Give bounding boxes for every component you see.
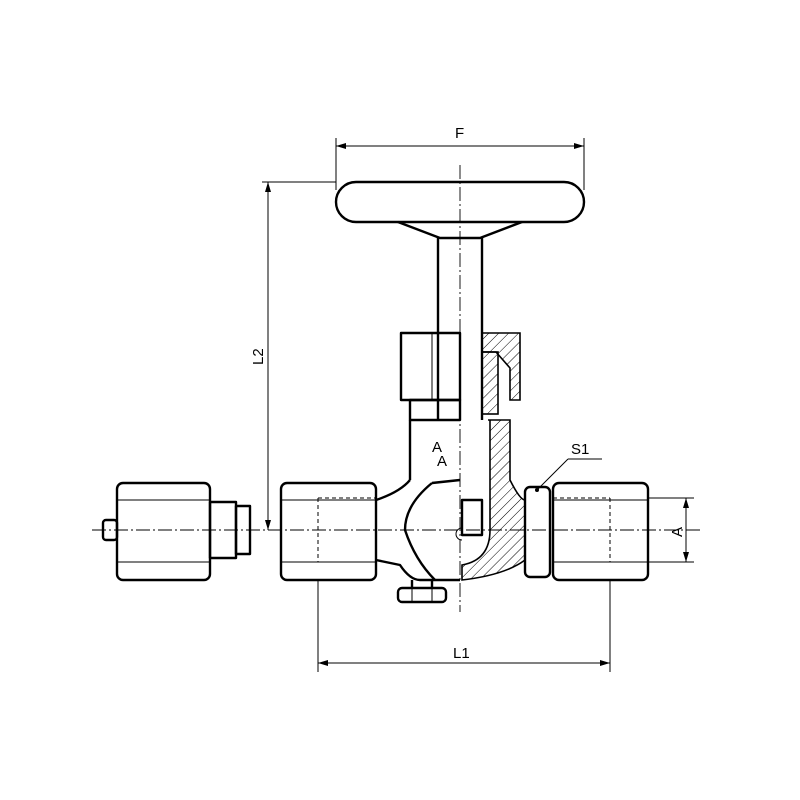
dimension-a: A [648, 497, 694, 563]
centerlines [92, 165, 700, 612]
dimension-l2-label: L2 [250, 348, 267, 365]
valve-body [375, 398, 526, 582]
dimension-l1: L1 [317, 580, 611, 672]
section-mark-upper: A [432, 439, 442, 456]
dimension-l1-label: L1 [453, 645, 470, 662]
tube-fitting [101, 481, 252, 582]
dimension-a-label: A [669, 527, 686, 537]
drain-plug [396, 580, 448, 604]
section-mark-lower: A [437, 453, 447, 470]
dimension-s1-label: S1 [571, 441, 589, 458]
dimension-s1: S1 [537, 441, 602, 490]
gland-nut [399, 331, 521, 415]
handwheel [334, 180, 586, 240]
left-connection-nut [279, 481, 378, 582]
dimension-f: F [335, 125, 585, 190]
dimension-l2: L2 [250, 181, 336, 530]
dimension-f-label: F [455, 125, 464, 142]
right-connection-nut [523, 481, 650, 582]
